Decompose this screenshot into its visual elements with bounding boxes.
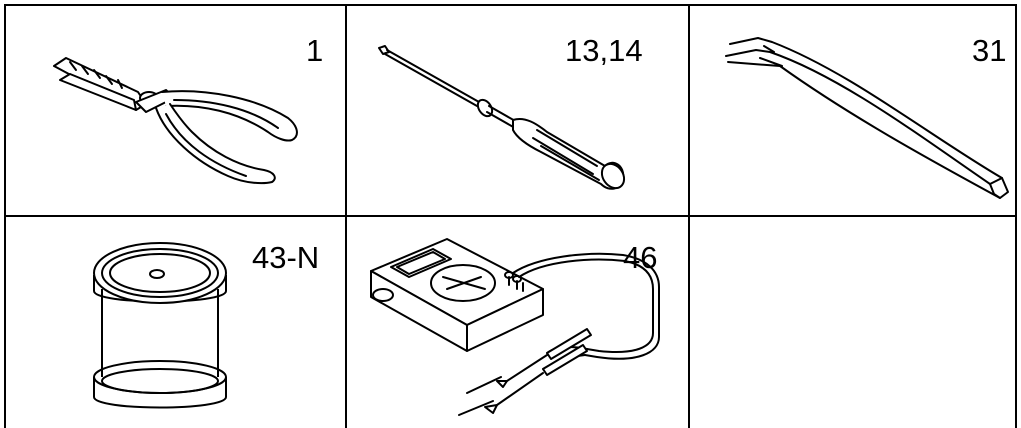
screwdriver-icon	[378, 45, 626, 190]
tweezers-icon	[725, 37, 1009, 199]
tool-cell-multimeter: 46	[347, 217, 688, 428]
tool-cell-tweezers: 31	[690, 6, 1015, 215]
grid-divider-col-1	[345, 4, 347, 428]
tool-number-label: 1	[306, 33, 324, 68]
tool-cell-empty	[690, 217, 1015, 428]
tool-cell-pliers: 1	[6, 6, 345, 215]
tool-cell-screwdriver: 13,14	[347, 6, 688, 215]
tool-number-label: 13,14	[565, 33, 643, 68]
tool-number-label: 31	[972, 33, 1007, 68]
grid-divider-row	[4, 215, 1017, 217]
multimeter-icon	[370, 238, 660, 416]
grid-divider-col-2	[688, 4, 690, 428]
thread-spool-icon	[93, 242, 227, 409]
pliers-icon	[53, 57, 298, 185]
grid-border-top	[4, 4, 1017, 6]
tool-cell-thread-spool: 43-N	[6, 217, 345, 428]
tool-number-label: 43-N	[252, 240, 320, 275]
